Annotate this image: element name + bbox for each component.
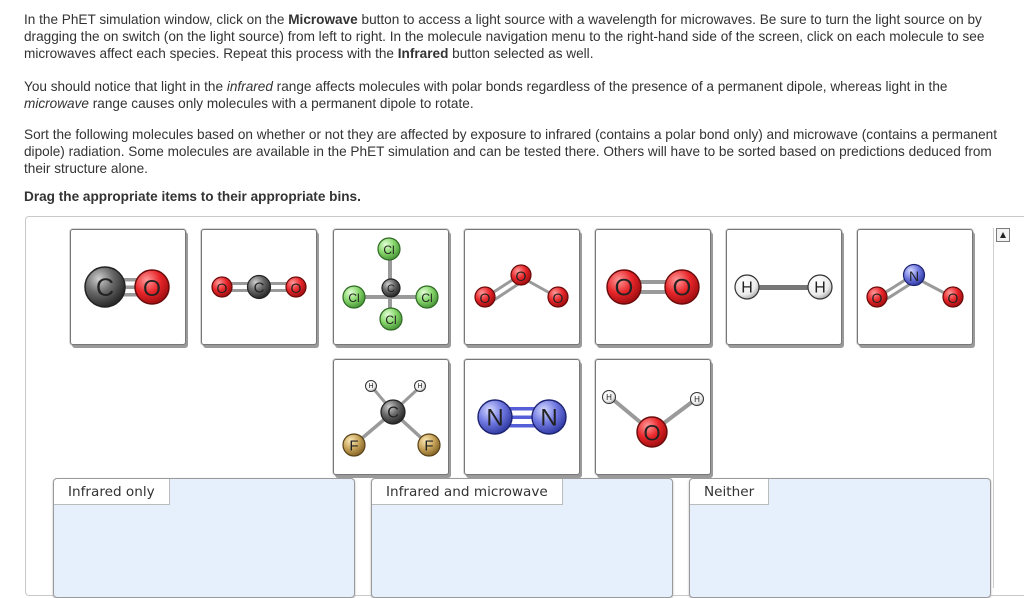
difluoromethane-molecule-icon: H H C F F <box>342 380 441 457</box>
bin-label-infrared-and-microwave: Infrared and microwave <box>372 479 563 505</box>
molecule-card-h2[interactable]: H H <box>726 229 842 345</box>
carbon-tetrachloride-molecule-icon: Cl Cl Cl Cl C <box>342 237 439 331</box>
molecule-card-h2o[interactable]: H H O <box>595 359 711 475</box>
atom-label: O <box>872 290 883 306</box>
nitrogen-molecule-icon: N N <box>477 399 567 435</box>
notice-paragraph: You should notice that light in the infr… <box>24 78 1024 112</box>
microwave-emphasis: Microwave <box>288 12 358 27</box>
intro-paragraph: In the PhET simulation window, click on … <box>24 11 1024 62</box>
atom-label: O <box>673 275 692 302</box>
atom-label: C <box>387 405 399 422</box>
intro-text: In the PhET simulation window, click on … <box>24 12 289 27</box>
ozone-molecule-icon: O O O <box>474 264 569 308</box>
atom-label: F <box>424 438 433 455</box>
intro-line-2: dragging the on switch (on the light sou… <box>24 29 985 44</box>
atom-label: N <box>540 405 557 432</box>
notice-text: range causes only molecules with a perma… <box>88 96 474 111</box>
atom-label: O <box>948 290 959 306</box>
molecule-card-n2[interactable]: N N <box>464 359 580 475</box>
atom-label: O <box>643 421 660 446</box>
nitrogen-dioxide-molecule-icon: O N O <box>866 263 964 308</box>
notice-text: You should notice that light in the <box>24 79 227 94</box>
atom-label: H <box>368 383 373 390</box>
atom-label: N <box>909 268 919 284</box>
molecule-card-no2[interactable]: O N O <box>857 229 973 345</box>
notice-text: range affects molecules with polar bonds… <box>272 79 948 94</box>
atom-label: N <box>486 405 503 432</box>
atom-label: H <box>694 395 700 404</box>
molecule-card-o3[interactable]: O O O <box>464 229 580 345</box>
intro-line-3: microwaves affect each species. Repeat t… <box>24 45 1024 62</box>
atom-label: H <box>814 280 826 297</box>
intro-line-1: In the PhET simulation window, click on … <box>24 11 1024 28</box>
atom-label: O <box>480 290 491 306</box>
atom-label: O <box>516 268 527 284</box>
oxygen-molecule-icon: O O <box>606 269 700 305</box>
atom-label: O <box>291 280 302 296</box>
atom-label: F <box>349 438 358 455</box>
molecule-card-co[interactable]: C O <box>70 229 186 345</box>
sort-line-1: Sort the following molecules based on wh… <box>24 127 998 142</box>
notice-line-2: microwave range causes only molecules wi… <box>24 95 1024 112</box>
microwave-italic: microwave <box>24 96 89 111</box>
bin-neither[interactable]: Neither <box>689 478 991 598</box>
molecule-card-o2[interactable]: O O <box>595 229 711 345</box>
atom-label: Cl <box>383 243 394 257</box>
bin-label-infrared-only: Infrared only <box>54 479 170 505</box>
water-molecule-icon: H H O <box>602 390 704 448</box>
atom-label: Cl <box>385 313 396 327</box>
intro-text: microwaves affect each species. Repeat t… <box>24 46 398 61</box>
infrared-emphasis: Infrared <box>397 46 449 61</box>
atom-label: H <box>741 280 753 297</box>
bin-infrared-and-microwave[interactable]: Infrared and microwave <box>371 478 673 598</box>
atom-label: O <box>615 275 634 302</box>
atom-label: Cl <box>348 291 359 305</box>
atom-label: H <box>417 383 422 390</box>
bin-infrared-only[interactable]: Infrared only <box>53 478 355 598</box>
sort-line-2: dipole) radiation. Some molecules are av… <box>24 144 992 159</box>
drag-instruction: Drag the appropriate items to their appr… <box>24 189 361 204</box>
hydrogen-molecule-icon: H H <box>734 274 833 300</box>
molecule-card-co2[interactable]: O C O <box>201 229 317 345</box>
atom-label: C <box>387 283 395 295</box>
atom-label: O <box>217 280 228 296</box>
infrared-italic: infrared <box>226 79 273 94</box>
sort-paragraph: Sort the following molecules based on wh… <box>24 126 1024 177</box>
atom-label: O <box>553 290 564 306</box>
atom-label: Cl <box>421 291 432 305</box>
atom-label: C <box>96 274 114 302</box>
atom-label: O <box>143 275 161 301</box>
atom-label: H <box>606 393 612 402</box>
workspace-scrollbar[interactable] <box>993 228 1012 588</box>
bin-label-neither: Neither <box>690 479 770 505</box>
carbon-dioxide-molecule-icon: O C O <box>211 274 307 300</box>
intro-text: button to access a light source with a w… <box>357 12 982 27</box>
scroll-up-arrow-icon[interactable] <box>996 228 1010 242</box>
carbon-monoxide-molecule-icon: C O <box>84 266 170 308</box>
molecule-card-ccl4[interactable]: Cl Cl Cl Cl C <box>333 229 449 345</box>
intro-text: button selected as well. <box>448 46 594 61</box>
atom-label: C <box>254 280 265 297</box>
sort-line-3: their structure alone. <box>24 161 148 176</box>
notice-line-1: You should notice that light in the infr… <box>24 78 1024 95</box>
molecule-card-ch2f2[interactable]: H H C F F <box>333 359 449 475</box>
